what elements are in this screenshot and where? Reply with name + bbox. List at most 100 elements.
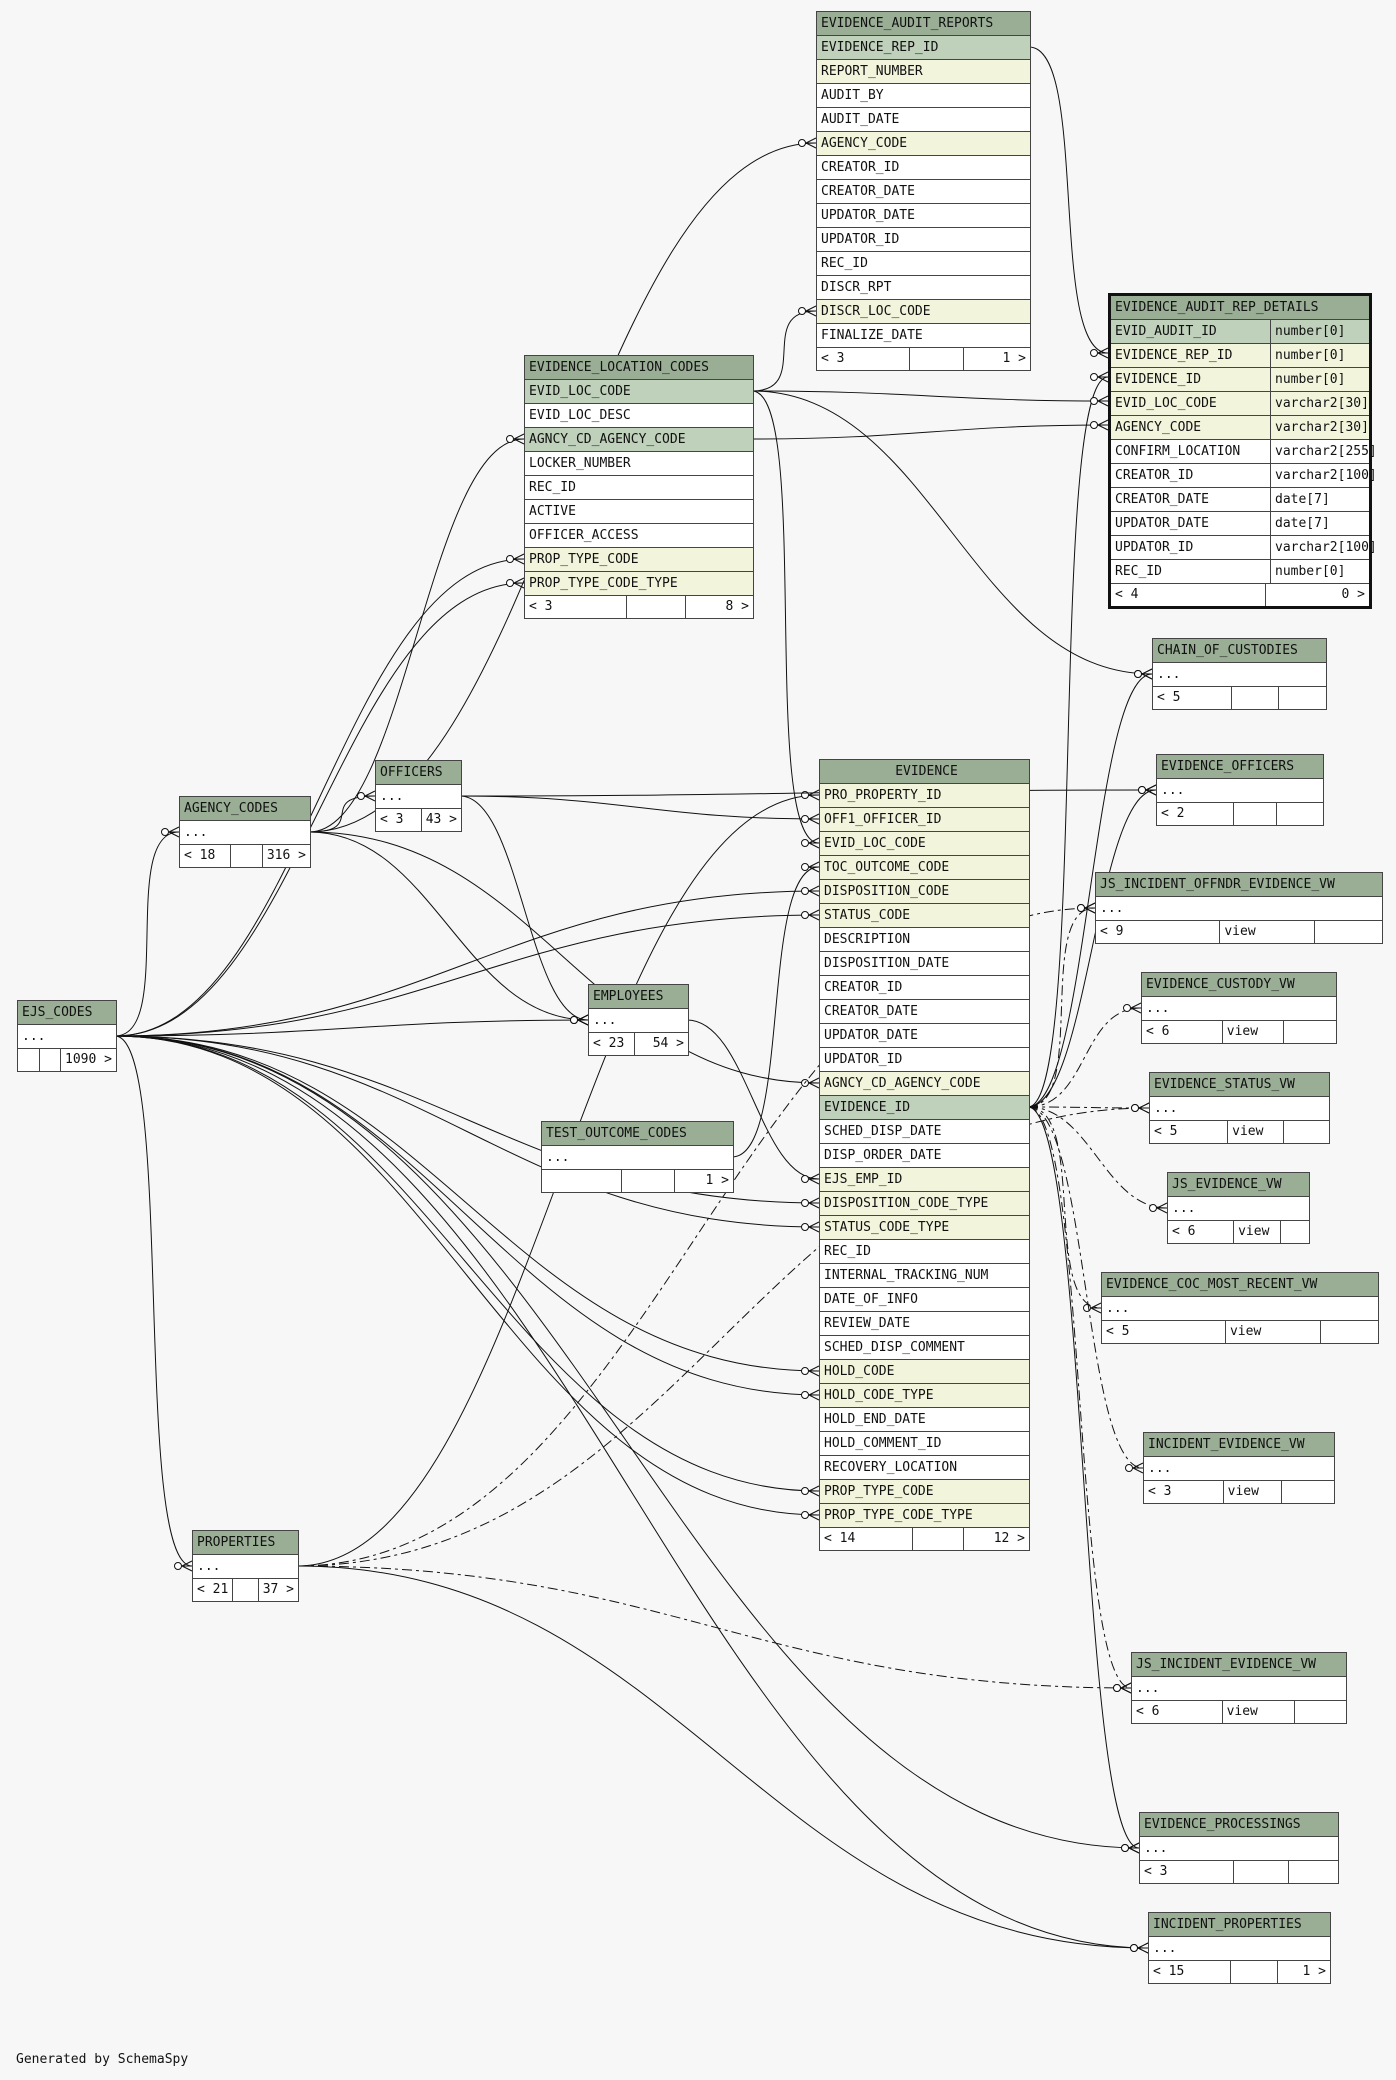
column-row[interactable]: ... (1168, 1197, 1309, 1221)
column-row[interactable]: DISPOSITION_CODE_TYPE (820, 1192, 1029, 1216)
column-row[interactable]: AGNCY_CD_AGENCY_CODE (820, 1072, 1029, 1096)
column-row[interactable]: REPORT_NUMBER (817, 60, 1030, 84)
column-row[interactable]: ... (193, 1555, 298, 1579)
column-row[interactable]: ... (376, 785, 461, 809)
table-ejs-codes[interactable]: EJS_CODES...1090 > (17, 1000, 117, 1072)
column-row[interactable]: UPDATOR_DATE (820, 1024, 1029, 1048)
column-row[interactable]: ... (18, 1025, 116, 1049)
column-row[interactable]: TOC_OUTCOME_CODE (820, 856, 1029, 880)
table-evidence-officers[interactable]: EVIDENCE_OFFICERS...< 2 (1156, 754, 1324, 826)
table-header[interactable]: EVIDENCE_LOCATION_CODES (525, 356, 753, 380)
column-row[interactable]: UPDATOR_DATE (817, 204, 1030, 228)
table-header[interactable]: EVIDENCE_AUDIT_REPORTS (817, 12, 1030, 36)
table-header[interactable]: AGENCY_CODES (180, 797, 310, 821)
column-row[interactable]: DISPOSITION_DATE (820, 952, 1029, 976)
column-row[interactable]: STATUS_CODE (820, 904, 1029, 928)
column-row[interactable]: REVIEW_DATE (820, 1312, 1029, 1336)
column-row[interactable]: OFFICER_ACCESS (525, 524, 753, 548)
table-chain-of-custodies[interactable]: CHAIN_OF_CUSTODIES...< 5 (1152, 638, 1327, 710)
column-row[interactable]: AUDIT_DATE (817, 108, 1030, 132)
table-header[interactable]: PROPERTIES (193, 1531, 298, 1555)
table-header[interactable]: EVIDENCE_CUSTODY_VW (1142, 973, 1336, 997)
column-row[interactable]: PROP_TYPE_CODE (820, 1480, 1029, 1504)
table-header[interactable]: EVIDENCE_STATUS_VW (1150, 1073, 1329, 1097)
column-row[interactable]: EVID_LOC_CODE (820, 832, 1029, 856)
column-row[interactable]: UPDATOR_ID (820, 1048, 1029, 1072)
column-row[interactable]: REC_ID (525, 476, 753, 500)
column-row[interactable]: CREATOR_ID (817, 156, 1030, 180)
column-row[interactable]: ... (1157, 779, 1323, 803)
column-row[interactable]: EJS_EMP_ID (820, 1168, 1029, 1192)
column-row[interactable]: DISPOSITION_CODE (820, 880, 1029, 904)
column-row[interactable]: ... (1149, 1937, 1330, 1961)
table-header[interactable]: JS_INCIDENT_OFFNDR_EVIDENCE_VW (1096, 873, 1382, 897)
column-row[interactable]: SCHED_DISP_COMMENT (820, 1336, 1029, 1360)
table-header[interactable]: INCIDENT_PROPERTIES (1149, 1913, 1330, 1937)
column-row[interactable]: AGNCY_CD_AGENCY_CODE (525, 428, 753, 452)
column-row[interactable]: DISCR_RPT (817, 276, 1030, 300)
column-row[interactable]: PROP_TYPE_CODE_TYPE (525, 572, 753, 596)
column-row[interactable]: INTERNAL_TRACKING_NUM (820, 1264, 1029, 1288)
column-row[interactable]: ... (1132, 1677, 1346, 1701)
table-header[interactable]: INCIDENT_EVIDENCE_VW (1144, 1433, 1334, 1457)
column-row[interactable]: DESCRIPTION (820, 928, 1029, 952)
column-row[interactable]: RECOVERY_LOCATION (820, 1456, 1029, 1480)
column-row[interactable]: DATE_OF_INFO (820, 1288, 1029, 1312)
column-row[interactable]: STATUS_CODE_TYPE (820, 1216, 1029, 1240)
column-row[interactable]: CREATOR_DATE (817, 180, 1030, 204)
table-header[interactable]: TEST_OUTCOME_CODES (542, 1122, 733, 1146)
column-row[interactable]: PRO_PROPERTY_ID (820, 784, 1029, 808)
column-row[interactable]: HOLD_CODE (820, 1360, 1029, 1384)
column-row[interactable]: ... (1102, 1297, 1378, 1321)
table-header[interactable]: EVIDENCE_OFFICERS (1157, 755, 1323, 779)
column-row[interactable]: ACTIVE (525, 500, 753, 524)
column-row[interactable]: CREATOR_ID (820, 976, 1029, 1000)
column-row[interactable]: EVID_LOC_CODE (525, 380, 753, 404)
table-header[interactable]: EMPLOYEES (589, 985, 688, 1009)
column-row[interactable]: REC_ID (820, 1240, 1029, 1264)
column-row[interactable]: AUDIT_BY (817, 84, 1030, 108)
column-row[interactable]: ... (1140, 1837, 1338, 1861)
column-row[interactable]: HOLD_END_DATE (820, 1408, 1029, 1432)
table-header[interactable]: CHAIN_OF_CUSTODIES (1153, 639, 1326, 663)
column-row[interactable]: CREATOR_DATE (820, 1000, 1029, 1024)
column-row[interactable]: ... (180, 821, 310, 845)
table-header[interactable]: JS_EVIDENCE_VW (1168, 1173, 1309, 1197)
table-header[interactable]: JS_INCIDENT_EVIDENCE_VW (1132, 1653, 1346, 1677)
column-row[interactable]: UPDATOR_ID (817, 228, 1030, 252)
table-evidence-processings[interactable]: EVIDENCE_PROCESSINGS...< 3 (1139, 1812, 1339, 1884)
column-row[interactable]: EVID_LOC_DESC (525, 404, 753, 428)
column-row[interactable]: OFF1_OFFICER_ID (820, 808, 1029, 832)
column-row[interactable]: PROP_TYPE_CODE_TYPE (820, 1504, 1029, 1528)
column-row[interactable]: SCHED_DISP_DATE (820, 1120, 1029, 1144)
table-header[interactable]: OFFICERS (376, 761, 461, 785)
column-row[interactable]: REC_ID (817, 252, 1030, 276)
column-row[interactable]: ... (1153, 663, 1326, 687)
column-row[interactable]: FINALIZE_DATE (817, 324, 1030, 348)
column-row[interactable]: AGENCY_CODE (817, 132, 1030, 156)
